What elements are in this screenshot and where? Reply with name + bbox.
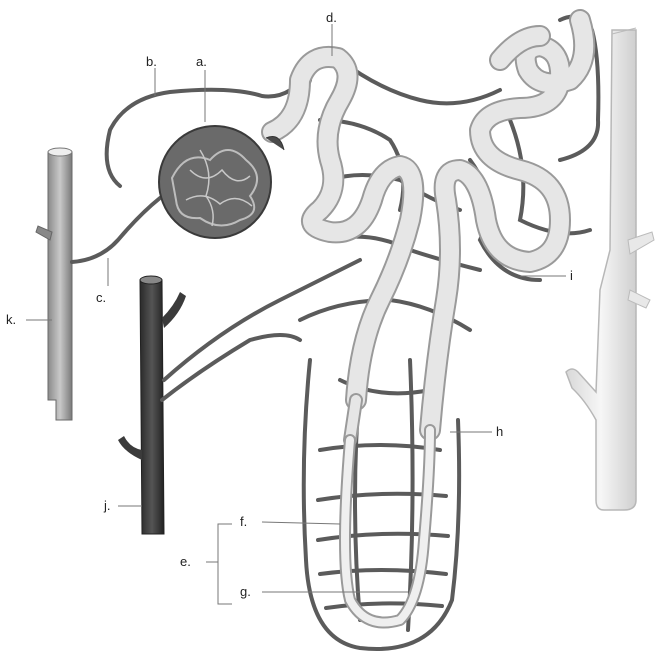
label-d: d. bbox=[326, 10, 337, 25]
label-a: a. bbox=[196, 54, 207, 69]
label-e: e. bbox=[180, 554, 191, 569]
interlobular-vein bbox=[118, 276, 186, 534]
glomerulus bbox=[159, 126, 284, 238]
collecting-duct bbox=[566, 28, 654, 510]
label-f: f. bbox=[240, 514, 247, 529]
label-b: b. bbox=[146, 54, 157, 69]
renal-tubule bbox=[272, 20, 584, 623]
label-i: i bbox=[570, 268, 573, 283]
label-k: k. bbox=[6, 312, 16, 327]
label-c: c. bbox=[96, 290, 106, 305]
label-h: h bbox=[496, 424, 503, 439]
label-g: g. bbox=[240, 584, 251, 599]
label-j: j. bbox=[103, 498, 111, 513]
interlobular-artery bbox=[36, 148, 72, 420]
